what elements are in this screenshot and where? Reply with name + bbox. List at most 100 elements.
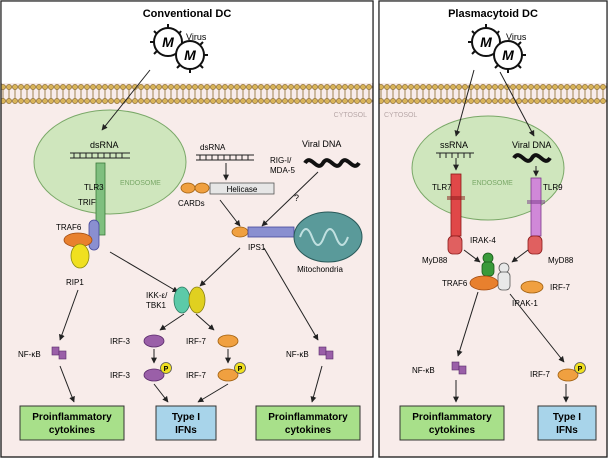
rig-label-line1: RIG-I/: [270, 156, 292, 165]
nfkb-label: NF-κB: [412, 366, 435, 375]
viral-dna-icon: [512, 153, 552, 163]
traf6: [469, 275, 499, 291]
card-2: [194, 182, 210, 194]
irf7: [520, 280, 544, 294]
virus-to-dna-arrow: [499, 71, 535, 137]
phospho-label: P: [578, 366, 583, 373]
ikk-label-line1: IKK-ε/: [146, 291, 168, 300]
type1-line2: IFNs: [175, 425, 197, 436]
phospho-label: P: [238, 366, 243, 373]
irf7-out: [557, 368, 579, 382]
irf3-to-ifn-arrow: [153, 383, 169, 403]
ikk-epsilon: [173, 286, 191, 314]
type1-line1: Type I: [172, 412, 200, 423]
nfkb-to-pro2-arrow: [310, 365, 323, 403]
viral-dna-label: Viral DNA: [512, 140, 551, 150]
irf7-out-label: IRF-7: [530, 370, 551, 379]
nfkb-left-label: NF-κB: [18, 350, 41, 359]
myd88-left-label: MyD88: [422, 256, 448, 265]
virus-icon: M M: [150, 24, 208, 73]
irak1-to-irf7-arrow: [509, 293, 565, 363]
phospho-badge: [160, 362, 172, 374]
type1-ifn-box: [155, 405, 217, 441]
mitochondria-label: Mitochondria: [297, 265, 343, 274]
viral-dna-label: Viral DNA: [302, 139, 341, 149]
ikk-to-irf3-arrow: [159, 313, 185, 331]
virus-to-endosome-arrow: [101, 69, 151, 131]
endosome-label: ENDOSOME: [472, 180, 513, 187]
ips1-to-nfkb-arrow: [263, 247, 319, 341]
virus-label: Virus: [506, 32, 527, 42]
cards-label: CARDs: [178, 199, 205, 208]
dsrna-endosome: [70, 152, 130, 159]
ikk-label-line2: TBK1: [146, 301, 167, 310]
irf7-label-b: IRF-7: [186, 371, 207, 380]
pro-line1: Proinflammatory: [412, 412, 492, 423]
right-title: Plasmacytoid DC: [448, 8, 538, 20]
myd88-right: [527, 235, 543, 255]
viral-dna-icon: [303, 158, 361, 168]
dna-to-ips1-arrow: [261, 171, 319, 227]
svg-text:M: M: [480, 34, 492, 50]
card-1: [180, 182, 196, 194]
nfkb-right-icon: [318, 346, 327, 356]
svg-text:M: M: [184, 47, 196, 63]
tlr9-label: TLR9: [543, 183, 563, 192]
irf3-label-b: IRF-3: [110, 371, 131, 380]
nfkb-left-icon: [51, 346, 60, 356]
irf3-inactive: [143, 334, 165, 348]
traf6-label: TRAF6: [442, 279, 468, 288]
right-panel: Plasmacytoid DC M M Virus CYTOSOL ENDOSO…: [378, 0, 608, 458]
phospho-badge: [234, 362, 246, 374]
pro2-line2: cytokines: [285, 425, 332, 436]
nfkb-right-label: NF-κB: [286, 350, 309, 359]
svg-text:M: M: [162, 34, 174, 50]
type1-line1: Type I: [553, 412, 581, 423]
cytosol-label: CYTOSOL: [334, 112, 367, 119]
proinflammatory-box-1: [19, 405, 125, 441]
dsrna-cytosol: [196, 154, 254, 161]
left-panel: Conventional DC M M Virus CYTOSOL ENDOSO…: [0, 0, 374, 458]
tlr3-label: TLR3: [84, 183, 104, 192]
right-membrane: [379, 83, 607, 105]
rip1-label: RIP1: [66, 278, 84, 287]
traf6-to-nfkb-arrow: [456, 291, 479, 357]
left-title: Conventional DC: [143, 8, 232, 20]
irak1-label: IRAK-1: [512, 299, 538, 308]
virus-to-ssrna-arrow: [454, 69, 475, 137]
irf7-inactive: [217, 334, 239, 348]
irak4-label: IRAK-4: [470, 236, 496, 245]
tlr7-receptor: [450, 173, 462, 237]
question-mark: ?: [294, 193, 299, 203]
virus-icon: M M: [468, 24, 526, 73]
pro1-line2: cytokines: [49, 425, 96, 436]
svg-text:M: M: [502, 47, 514, 63]
rip1: [70, 243, 90, 269]
ssrna-label: ssRNA: [440, 140, 468, 150]
mitochondria: [293, 211, 363, 263]
irf3-label-a: IRF-3: [110, 337, 131, 346]
ips1-card: [231, 226, 249, 238]
nfkb-icon: [451, 361, 460, 371]
myd88-left: [447, 235, 463, 255]
type1-line2: IFNs: [556, 425, 578, 436]
dsrna-endosome-label: dsRNA: [90, 140, 119, 150]
proinflammatory-box: [399, 405, 505, 441]
helicase: [209, 182, 275, 195]
myd88-right-label: MyD88: [548, 256, 574, 265]
tlr9-receptor: [530, 177, 542, 237]
irak4: [482, 252, 494, 264]
proinflammatory-box-2: [255, 405, 361, 441]
rip1-to-nfkb-arrow: [59, 289, 79, 341]
pro1-line1: Proinflammatory: [32, 412, 112, 423]
traf6-label: TRAF6: [56, 223, 82, 232]
irf7-active: [217, 368, 239, 382]
endosome: [33, 109, 187, 215]
virus-label: Virus: [186, 32, 207, 42]
tlr3-receptor: [95, 162, 106, 236]
ips1-to-ikk-arrow: [199, 247, 241, 287]
rig-to-ips1-arrow: [219, 199, 241, 227]
endosome-label: ENDOSOME: [120, 180, 161, 187]
left-membrane: [1, 83, 373, 105]
